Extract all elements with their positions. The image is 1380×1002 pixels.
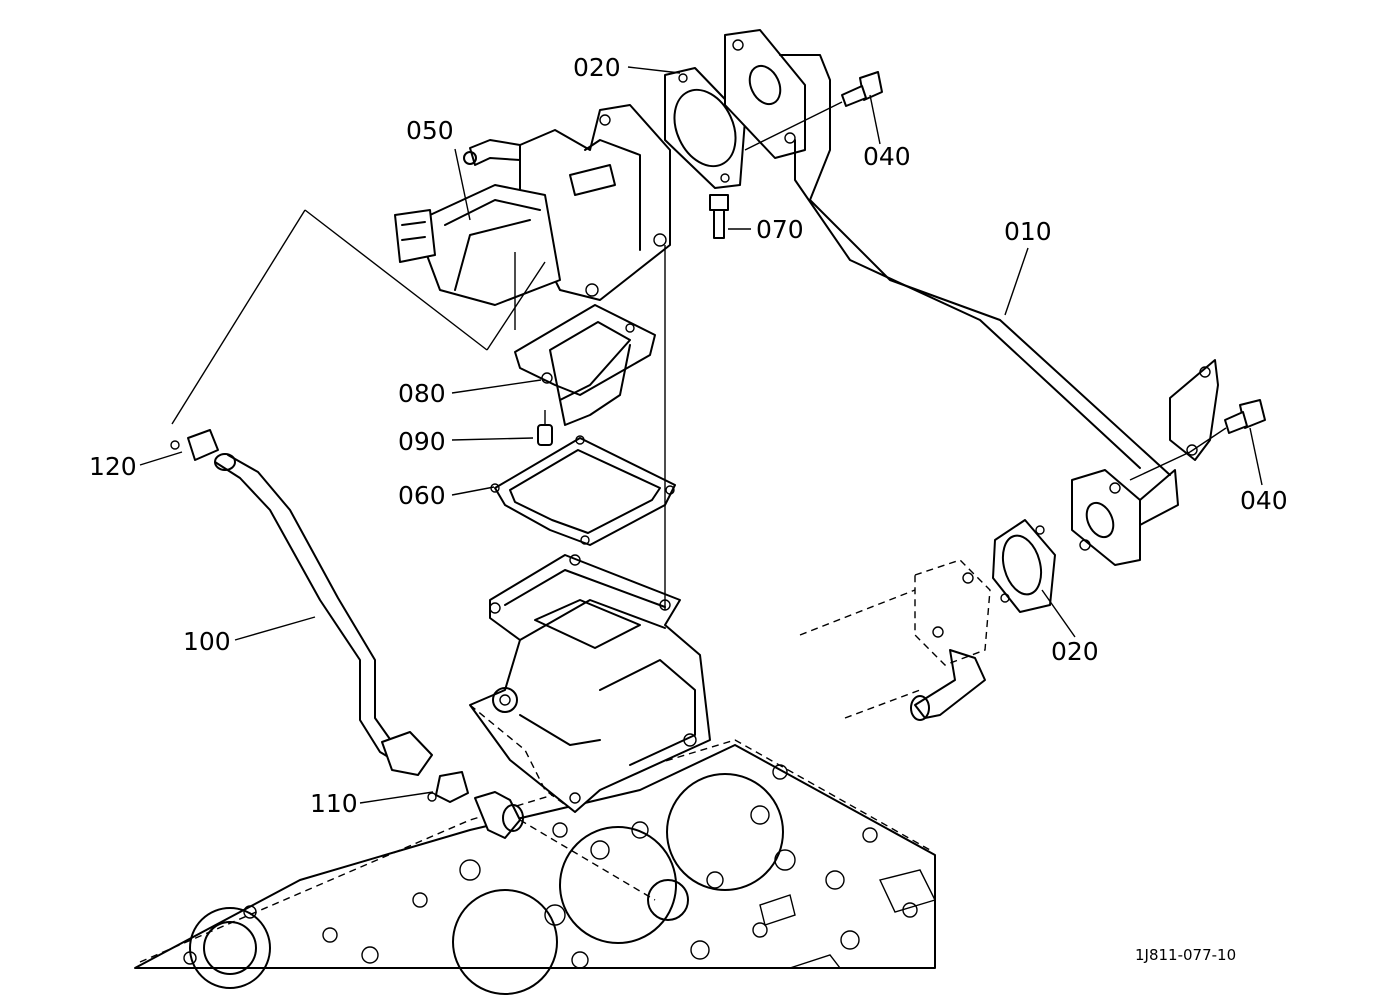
callout-120: 120 [89,452,137,481]
callout-060: 060 [398,481,446,510]
callout-110: 110 [310,789,358,818]
callout-010: 010 [1004,217,1052,246]
callout-090: 090 [398,427,446,456]
egr-pipe [724,29,1219,566]
callout-leaders [139,66,1263,804]
drawing-number: 1J811-077-10 [1135,946,1236,964]
gasket-upper [664,67,746,189]
small-bolt [537,410,553,446]
callout-080: 080 [398,379,446,408]
callout-020-lower: 020 [1051,637,1099,666]
bolt-upper [744,71,883,151]
callout-020-upper: 020 [573,53,621,82]
callout-labels: 020 010 040 040 050 070 080 090 060 020 … [89,53,1288,964]
callout-100: 100 [183,627,231,656]
gasket-manifold [490,435,676,546]
callout-040-right: 040 [1240,486,1288,515]
bolt-right [1129,399,1266,481]
exhaust-flange [799,559,991,721]
callout-040-upper: 040 [863,142,911,171]
reed-valve-plate [514,304,656,426]
callout-070: 070 [756,215,804,244]
egr-valve [394,104,671,330]
callout-050: 050 [406,116,454,145]
gasket-lower [992,519,1056,613]
bolt-valve [664,194,729,610]
intake-manifold [469,554,711,813]
coolant-hose [170,429,656,901]
assembly-lines [171,209,546,425]
